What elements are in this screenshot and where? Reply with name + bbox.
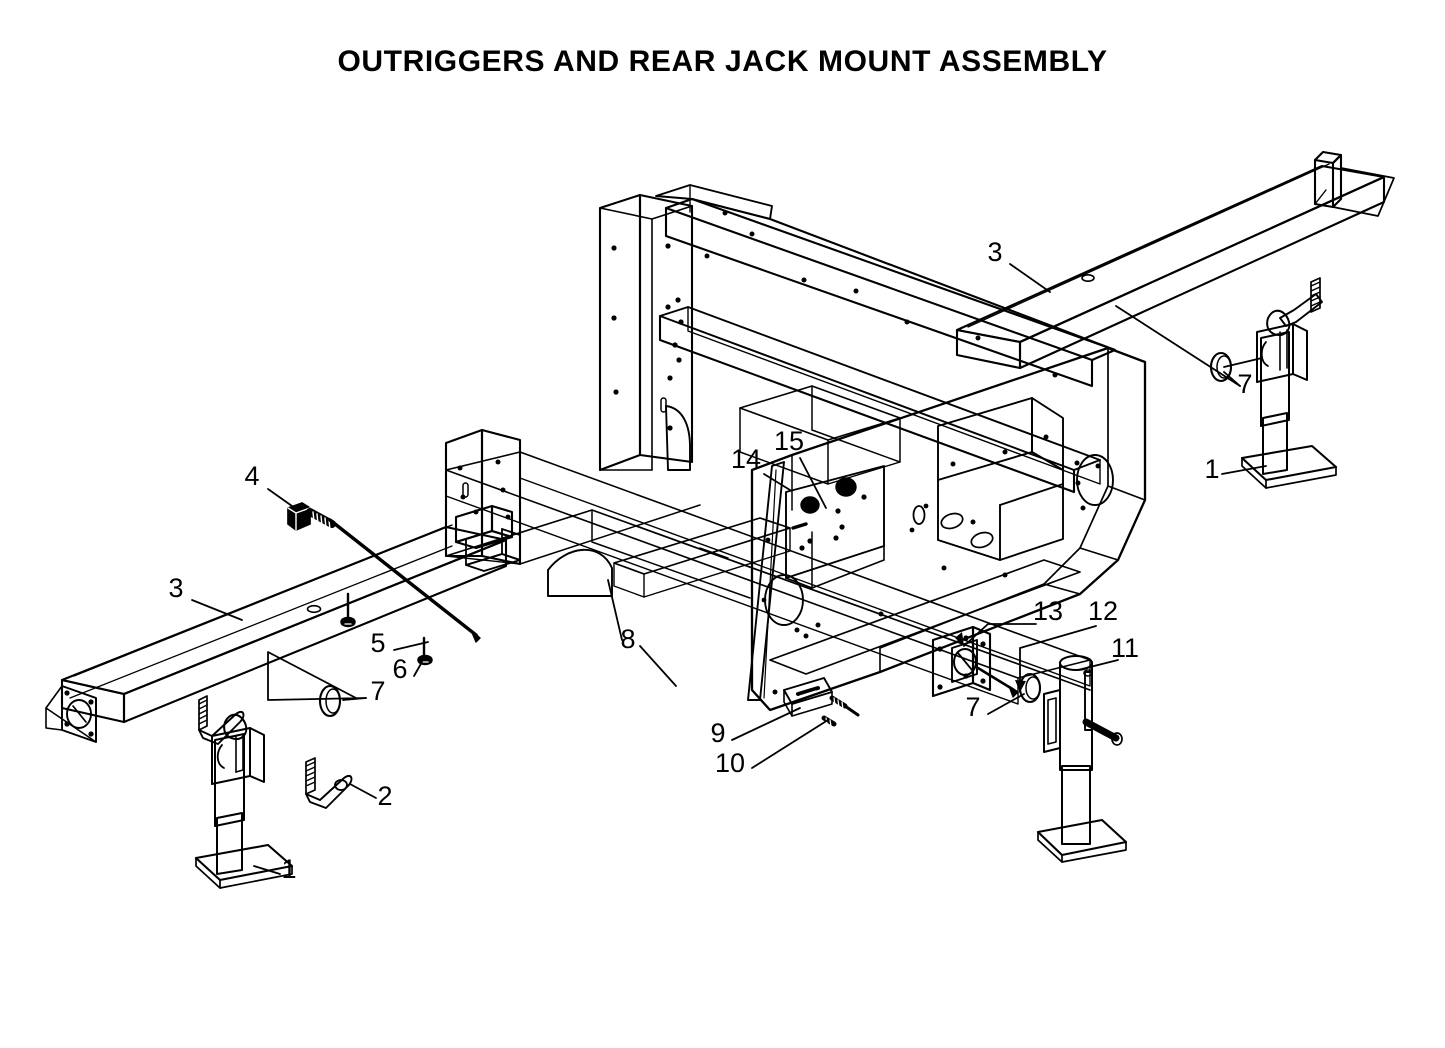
left-outrigger-beam [45,524,508,743]
bracket-part9 [783,677,860,727]
callout-numbers: 1 2 3 4 5 6 7 8 9 10 11 12 13 14 15 7 3 … [168,237,1252,884]
callout-9: 9 [710,718,725,748]
jack-assembly-rear [1036,655,1128,863]
callout-5: 5 [370,628,385,658]
callout-13: 13 [1033,596,1063,626]
callout-2: 2 [377,781,392,811]
callout-1-right: 1 [1204,454,1219,484]
callout-7-left: 7 [370,676,385,706]
leader-lines [191,263,1267,875]
callout-12: 12 [1088,596,1118,626]
jack-handle-part2 [305,757,353,809]
callout-6: 6 [392,654,407,684]
pin-and-clip [340,592,433,666]
callout-11: 11 [1111,633,1139,663]
callout-7-mid: 7 [965,692,980,722]
callout-3-left: 3 [168,573,183,603]
callout-4: 4 [244,461,259,491]
callout-14: 14 [731,444,761,474]
callout-7-right: 7 [1237,369,1252,399]
page-title: OUTRIGGERS AND REAR JACK MOUNT ASSEMBLY [337,45,1108,78]
callout-8: 8 [620,624,635,654]
callout-15: 15 [774,426,804,456]
bolts-part12 [976,666,1019,698]
leader-arrowheads [955,632,1026,692]
callout-10: 10 [715,748,745,778]
main-frame [444,184,1147,712]
bolt-part4 [287,502,481,643]
upper-outrigger-beam [955,150,1395,370]
jack-assembly-right [1240,277,1338,489]
outrigger-end-plate [45,685,97,743]
callout-3-right: 3 [987,237,1002,267]
rear-body-compartment [937,397,1064,561]
callout-1-left: 1 [281,854,296,884]
jack-assembly-left [194,695,294,889]
